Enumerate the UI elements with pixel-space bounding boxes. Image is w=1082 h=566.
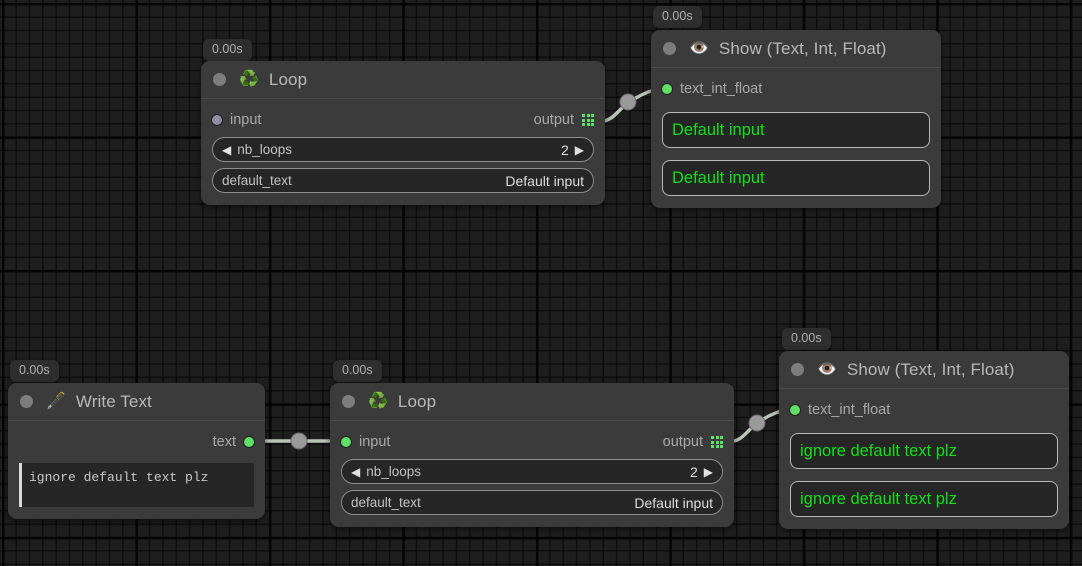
list-output-grid-icon[interactable] [582,114,594,126]
input-port-icon[interactable] [662,84,672,94]
list-output-grid-icon[interactable] [711,436,723,448]
field-nb-loops[interactable]: ◀ nb_loops 2 ▶ [341,459,723,484]
time-badge-loop-bottom: 0.00s [333,360,382,382]
text-editor[interactable]: ignore default text plz [19,463,254,507]
node-title: Loop [268,69,308,89]
time-badge-loop-top: 0.00s [203,39,252,61]
node-title: Show (Text, Int, Float) [718,38,887,58]
node-body-show-top: text_int_float Default input Default inp… [651,68,941,208]
node-show-bottom[interactable]: 👁️ Show (Text, Int, Float) text_int_floa… [779,351,1069,529]
field-value[interactable]: Default input [505,172,584,189]
text-editor-value: ignore default text plz [29,470,209,485]
fountain-pen-icon: 🖋️ [46,392,66,410]
node-body-loop-bottom: input output ◀ nb_loops 2 ▶ default_text… [330,421,734,527]
input-port-label: input [359,434,391,450]
output-value-text: Default input [672,120,765,139]
input-port-label: text_int_float [680,81,763,97]
field-default-text[interactable]: default_text Default input [212,168,594,193]
wire-reroute-knob[interactable] [290,432,308,450]
field-name: default_text [222,173,292,188]
node-loop-top[interactable]: ♻️ Loop input output ◀ nb_loops 2 ▶ [201,61,605,205]
node-header-show-top[interactable]: 👁️ Show (Text, Int, Float) [651,30,941,68]
port-row: text_int_float [662,78,930,100]
recycle-icon: ♻️ [368,392,388,410]
status-dot-icon[interactable] [20,395,33,408]
output-port-label: output [533,112,574,128]
stepper-increment-icon[interactable]: ▶ [703,464,713,479]
output-port-icon[interactable] [244,437,254,447]
node-header-loop-top[interactable]: ♻️ Loop [201,61,605,99]
port-row: input output [341,431,723,453]
field-name: default_text [351,495,421,510]
field-value[interactable]: Default input [634,494,713,511]
stepper-decrement-icon[interactable]: ◀ [222,142,232,157]
node-write-text[interactable]: 🖋️ Write Text text ignore default text p… [8,383,265,519]
input-port-icon[interactable] [341,437,351,447]
node-body-show-bottom: text_int_float ignore default text plz i… [779,389,1069,529]
output-value-box[interactable]: ignore default text plz [790,481,1058,517]
status-dot-icon[interactable] [342,395,355,408]
input-port-label: text_int_float [808,402,891,418]
node-show-top[interactable]: 👁️ Show (Text, Int, Float) text_int_floa… [651,30,941,208]
node-header-show-bottom[interactable]: 👁️ Show (Text, Int, Float) [779,351,1069,389]
output-value-box[interactable]: Default input [662,160,930,196]
node-header-write-text[interactable]: 🖋️ Write Text [8,383,265,421]
node-title: Show (Text, Int, Float) [846,359,1015,379]
node-loop-bottom[interactable]: ♻️ Loop input output ◀ nb_loops 2 ▶ [330,383,734,527]
input-port-label: input [230,112,262,128]
status-dot-icon[interactable] [213,73,226,86]
output-port-label: output [662,434,703,450]
input-port-icon[interactable] [790,405,800,415]
status-dot-icon[interactable] [663,42,676,55]
eye-icon: 👁️ [817,360,837,378]
node-title: Write Text [75,391,152,411]
input-port-icon[interactable] [212,115,222,125]
status-dot-icon[interactable] [791,363,804,376]
output-value-text: ignore default text plz [800,441,957,460]
field-name: nb_loops [237,142,293,157]
time-badge-write-text: 0.00s [10,360,59,382]
node-title: Loop [397,391,437,411]
port-row: text [19,431,254,453]
stepper-increment-icon[interactable]: ▶ [574,142,584,157]
field-value[interactable]: 2 [560,141,569,158]
port-row: text_int_float [790,399,1058,421]
eye-icon: 👁️ [689,39,709,57]
output-value-box[interactable]: Default input [662,112,930,148]
field-name: nb_loops [366,464,422,479]
time-badge-show-bottom: 0.00s [782,328,831,350]
output-port-label: text [212,434,236,450]
field-default-text[interactable]: default_text Default input [341,490,723,515]
port-row: input output [212,109,594,131]
wire-reroute-knob[interactable] [619,93,637,111]
output-value-box[interactable]: ignore default text plz [790,433,1058,469]
time-badge-show-top: 0.00s [653,6,702,28]
stepper-decrement-icon[interactable]: ◀ [351,464,361,479]
wire-reroute-knob[interactable] [748,414,766,432]
output-value-text: ignore default text plz [800,489,957,508]
field-nb-loops[interactable]: ◀ nb_loops 2 ▶ [212,137,594,162]
node-body-write-text: text ignore default text plz [8,421,265,519]
node-body-loop-top: input output ◀ nb_loops 2 ▶ default_text… [201,99,605,205]
field-value[interactable]: 2 [689,463,698,480]
recycle-icon: ♻️ [239,70,259,88]
node-header-loop-bottom[interactable]: ♻️ Loop [330,383,734,421]
output-value-text: Default input [672,168,765,187]
